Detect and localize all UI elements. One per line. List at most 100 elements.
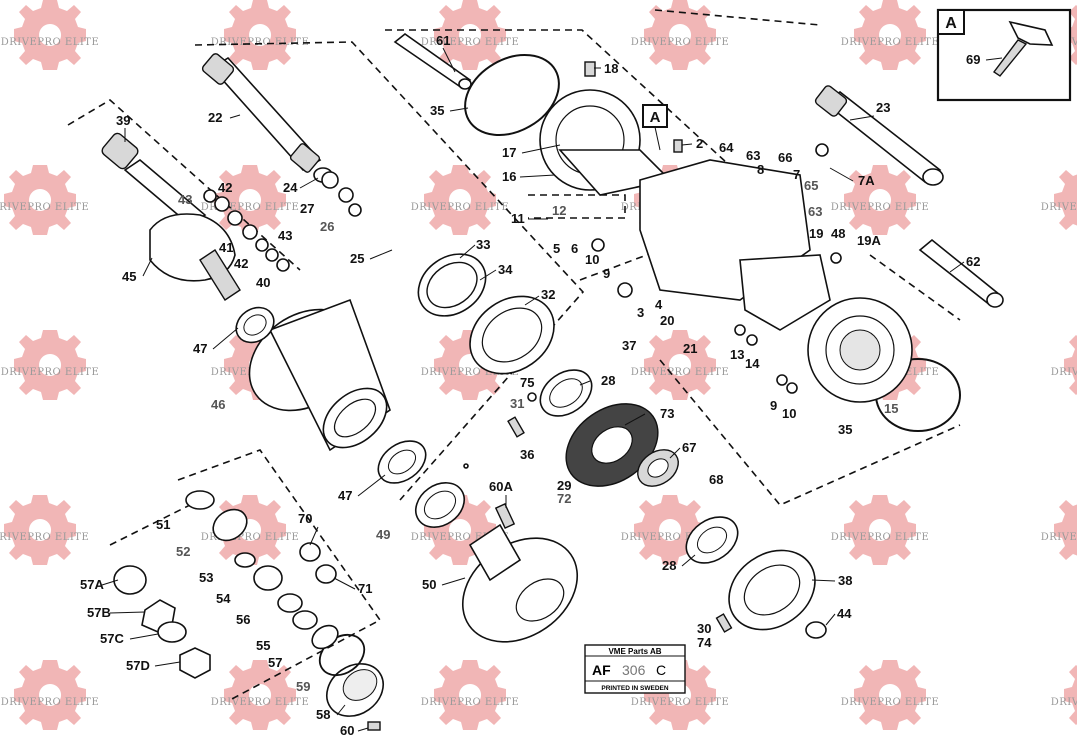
- label-55: 55: [256, 638, 270, 653]
- label-49: 49: [376, 527, 390, 542]
- label-47-top: 47: [193, 341, 207, 356]
- label-20: 20: [660, 313, 674, 328]
- label-51: 51: [156, 517, 170, 532]
- watermark-gear-icon: [644, 330, 716, 400]
- label-73: 73: [660, 406, 674, 421]
- callout-letter: A: [650, 109, 661, 126]
- bearing-47-upper: [235, 306, 275, 344]
- label-66: 66: [778, 150, 792, 165]
- label-67: 67: [682, 440, 696, 455]
- bearing-47-lower: [377, 440, 427, 484]
- watermark-text: DRIVEPRO ELITE: [411, 202, 510, 213]
- label-44: 44: [837, 606, 852, 621]
- label-59: 59: [296, 679, 310, 694]
- label-45: 45: [122, 269, 136, 284]
- watermark-text: DRIVEPRO ELITE: [201, 202, 300, 213]
- watermark-text: DRIVEPRO ELITE: [201, 532, 300, 543]
- o-ring-35-top: [464, 54, 560, 136]
- inset-part-label: 69: [966, 52, 980, 67]
- pin-61: [393, 32, 472, 90]
- label-63-mid: 63: [808, 204, 822, 219]
- watermark-gear-icon: [424, 165, 496, 235]
- label-50: 50: [422, 577, 436, 592]
- ring-33-34: [417, 253, 487, 317]
- print-stamp: VME Parts AB AF 306 C PRINTED IN SWEDEN: [584, 644, 686, 694]
- diff-housing-46: [248, 298, 391, 452]
- hub-38: [728, 549, 816, 631]
- label-57a: 57A: [80, 577, 104, 592]
- stamp-code-prefix: AF: [592, 662, 611, 678]
- label-23: 23: [876, 100, 890, 115]
- washers-cluster: [203, 171, 362, 272]
- label-17: 17: [502, 145, 516, 160]
- label-43-top: 43: [178, 192, 192, 207]
- planet-carrier-50: [461, 523, 579, 643]
- watermark-text: DRIVEPRO ELITE: [841, 697, 940, 708]
- label-57c: 57C: [100, 631, 124, 646]
- label-36: 36: [520, 447, 534, 462]
- watermark-text: DRIVEPRO ELITE: [1041, 202, 1077, 213]
- label-18: 18: [604, 61, 618, 76]
- label-52: 52: [176, 544, 190, 559]
- label-16: 16: [502, 169, 516, 184]
- axle-shaft-23: [814, 85, 944, 186]
- label-65: 65: [804, 178, 818, 193]
- label-35: 35: [430, 103, 444, 118]
- cover-58: [326, 663, 384, 717]
- stamp-code-suffix: C: [656, 662, 666, 678]
- label-42-top: 42: [218, 180, 232, 195]
- watermark-text: DRIVEPRO ELITE: [1051, 367, 1077, 378]
- label-29: 29: [557, 478, 571, 493]
- label-61: 61: [436, 33, 450, 48]
- label-75: 75: [520, 375, 534, 390]
- watermark-text: DRIVEPRO ELITE: [631, 37, 730, 48]
- watermark-text: DRIVEPRO ELITE: [211, 697, 310, 708]
- label-13: 13: [730, 347, 744, 362]
- label-41: 41: [219, 240, 233, 255]
- watermark-gear-icon: [1064, 330, 1077, 400]
- watermark-text: DRIVEPRO ELITE: [421, 697, 520, 708]
- part-labels: 61 18 35 22 39 17 16 2 64 63 8 66 7 65 7…: [80, 33, 980, 738]
- watermark-text: DRIVEPRO ELITE: [411, 532, 510, 543]
- watermark-text: DRIVEPRO ELITE: [831, 532, 930, 543]
- label-46: 46: [211, 397, 225, 412]
- label-57d: 57D: [126, 658, 150, 673]
- label-28-top: 28: [601, 373, 615, 388]
- label-68: 68: [709, 472, 723, 487]
- stamp-company: VME Parts AB: [608, 647, 661, 656]
- label-14: 14: [745, 356, 760, 371]
- label-19a: 19A: [857, 233, 881, 248]
- label-7: 7: [793, 167, 800, 182]
- watermark-gear-icon: [14, 330, 86, 400]
- label-47-bottom: 47: [338, 488, 352, 503]
- label-9-bottom: 9: [770, 398, 777, 413]
- label-54: 54: [216, 591, 231, 606]
- label-28-bottom: 28: [662, 558, 676, 573]
- watermark-text: DRIVEPRO ELITE: [211, 37, 310, 48]
- brake-disc-29: [565, 403, 659, 487]
- label-53: 53: [199, 570, 213, 585]
- label-57: 57: [268, 655, 282, 670]
- label-27: 27: [300, 201, 314, 216]
- watermark-text: DRIVEPRO ELITE: [421, 37, 520, 48]
- watermark-gear-icon: [224, 0, 296, 70]
- label-43-bottom: 43: [278, 228, 292, 243]
- label-10-bottom: 10: [782, 406, 796, 421]
- watermark-text: DRIVEPRO ELITE: [831, 202, 930, 213]
- label-10-top: 10: [585, 252, 599, 267]
- bolts-small: [367, 61, 842, 731]
- watermark-gear-icon: [14, 660, 86, 730]
- shaft-39-45: [101, 132, 241, 301]
- label-42-bottom: 42: [234, 256, 248, 271]
- watermark-text: DRIVEPRO ELITE: [841, 37, 940, 48]
- plate-28-upper: [539, 369, 593, 417]
- watermark-gear-icon: [4, 495, 76, 565]
- label-71: 71: [358, 581, 372, 596]
- label-38: 38: [838, 573, 852, 588]
- label-11: 11: [511, 211, 525, 226]
- label-34: 34: [498, 262, 513, 277]
- watermark-gear-icon: [854, 0, 926, 70]
- label-64: 64: [719, 140, 734, 155]
- label-62: 62: [966, 254, 980, 269]
